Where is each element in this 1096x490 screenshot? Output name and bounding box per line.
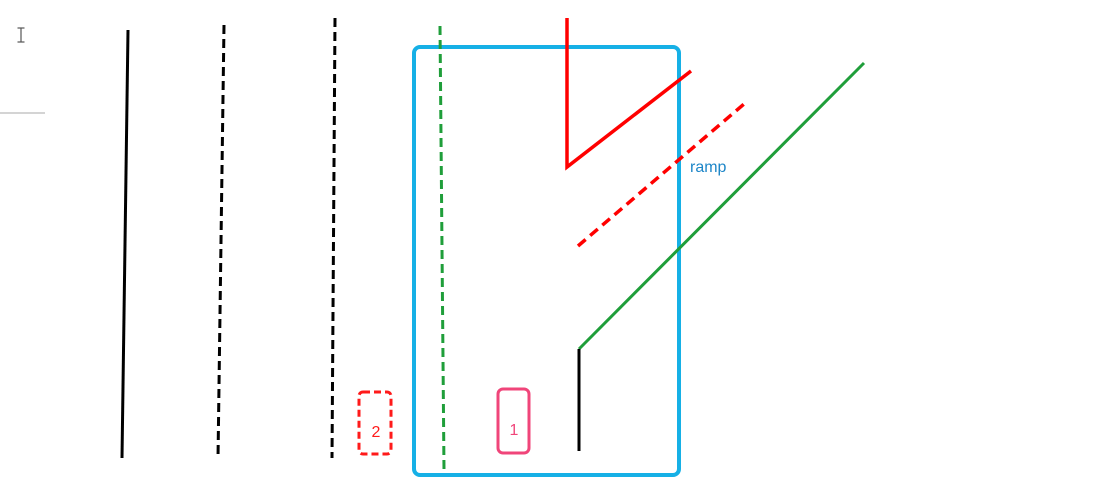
marker-2-box xyxy=(357,390,393,456)
red-solid-polyline xyxy=(565,18,693,171)
blue-frame-rect xyxy=(412,45,681,477)
ramp-label: ramp xyxy=(690,159,727,176)
marker-1-label: 1 xyxy=(510,422,519,439)
dashed-black-line-2 xyxy=(330,17,337,459)
text-cursor-icon xyxy=(17,27,25,43)
dashed-black-line-1 xyxy=(216,24,226,459)
marker-1-box xyxy=(496,387,531,455)
marker-2-label: 2 xyxy=(372,424,381,441)
dashed-green-line xyxy=(438,25,446,471)
solid-black-line xyxy=(120,29,130,459)
green-solid-diagonal xyxy=(577,61,866,351)
red-dashed-diagonal xyxy=(576,102,746,248)
